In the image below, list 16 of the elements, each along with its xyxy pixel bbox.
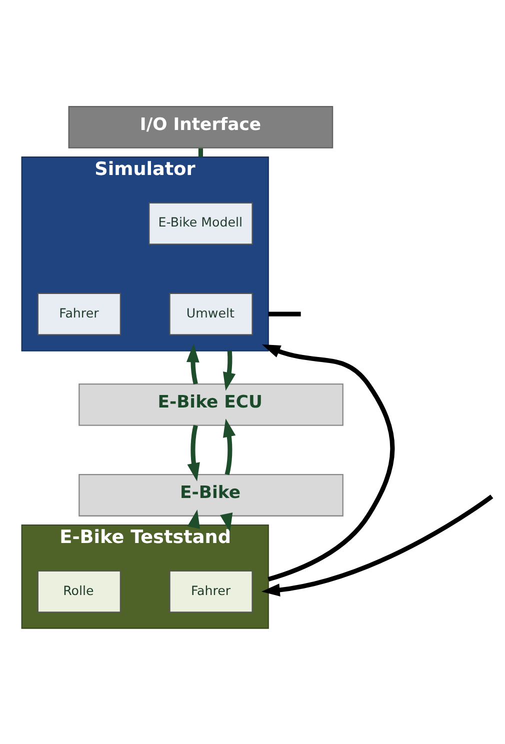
arrow bbox=[220, 512, 233, 532]
arrow bbox=[187, 424, 200, 482]
arrow bbox=[261, 494, 494, 596]
node-box: E-Bike ECU bbox=[78, 383, 344, 426]
arrow bbox=[222, 418, 236, 476]
arrow bbox=[222, 350, 236, 391]
node-box: Umwelt bbox=[169, 292, 253, 336]
node-box: Fahrer bbox=[37, 292, 122, 336]
node-box: E-Bike Modell bbox=[148, 202, 253, 245]
node-box: I/O Interface bbox=[68, 106, 334, 148]
arrow bbox=[262, 344, 395, 582]
arrow bbox=[186, 344, 200, 385]
node-box: Fahrer bbox=[169, 570, 253, 613]
connector bbox=[268, 312, 301, 316]
node-box: Rolle bbox=[37, 570, 122, 613]
connector bbox=[198, 148, 203, 158]
